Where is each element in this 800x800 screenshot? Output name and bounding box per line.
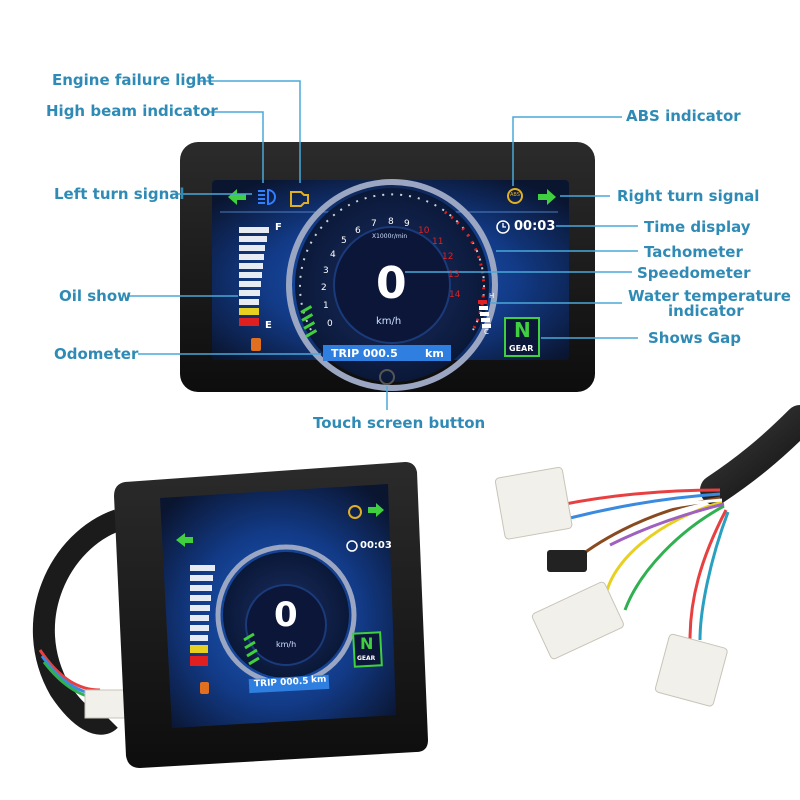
trip-readout: TRIP 000.5 xyxy=(331,347,398,360)
angled-time-readout: 00:03 xyxy=(360,540,392,551)
tach-tick: 5 xyxy=(341,236,347,246)
tach-tick: 11 xyxy=(432,237,444,247)
touch-screen-button-label: Touch screen button xyxy=(313,414,486,432)
temp-hot-label: H xyxy=(489,292,495,300)
water-temperature-label: Water temperature xyxy=(628,287,791,305)
callout-lines xyxy=(128,80,638,410)
angled-trip-unit: km xyxy=(310,674,327,686)
low-rpm-bars xyxy=(300,305,318,338)
left-turn-signal-label: Left turn signal xyxy=(54,185,185,203)
abs-text: ABS xyxy=(510,192,520,198)
wiring-harness xyxy=(494,405,800,707)
tach-tick: 1 xyxy=(323,301,329,311)
speed-readout: 0 xyxy=(376,258,407,309)
connector-side xyxy=(654,633,728,707)
fuel-pump-icon xyxy=(251,338,261,351)
gear-indicator: N xyxy=(514,318,531,342)
tach-tick: 4 xyxy=(330,250,336,260)
tach-tick: 2 xyxy=(321,283,327,293)
tach-tick: 7 xyxy=(371,219,377,229)
trip-bar xyxy=(323,345,451,361)
gear-label: GEAR xyxy=(509,344,534,353)
tach-tick: 13 xyxy=(448,270,460,280)
left-turn-arrow-icon xyxy=(228,189,246,205)
right-turn-signal-label: Right turn signal xyxy=(617,187,760,205)
engine-failure-light-label: Engine failure light xyxy=(52,71,215,89)
tach-tick: 14 xyxy=(449,290,461,300)
right-turn-arrow-icon xyxy=(538,189,556,205)
tach-tick: 10 xyxy=(418,226,430,236)
high-beam-icon xyxy=(258,188,276,206)
high-beam-indicator-label: High beam indicator xyxy=(46,102,218,120)
tach-tick: 0 xyxy=(327,319,333,329)
speedometer-label: Speedometer xyxy=(637,264,751,282)
oil-show-label: Oil show xyxy=(59,287,132,305)
fuel-empty-label: E xyxy=(265,320,272,331)
tach-tick: 6 xyxy=(355,226,361,236)
main-dashboard-unit xyxy=(180,142,595,392)
fuel-gauge xyxy=(239,227,269,351)
time-display-label: Time display xyxy=(644,218,751,236)
tach-tick: 9 xyxy=(404,219,410,229)
tach-tick: 12 xyxy=(442,252,454,262)
abs-indicator-label: ABS indicator xyxy=(626,107,741,125)
connector-medium xyxy=(531,581,624,660)
gear-box xyxy=(504,317,540,357)
engine-failure-icon xyxy=(290,191,309,207)
trip-unit: km xyxy=(425,347,444,360)
connector-large xyxy=(494,466,573,540)
abs-icon xyxy=(507,188,523,204)
clock-icon xyxy=(496,220,510,234)
tachometer-label: Tachometer xyxy=(644,243,743,261)
connector-small-black xyxy=(547,550,587,572)
tach-tick: 3 xyxy=(323,266,329,276)
angled-gear-label: GEAR xyxy=(357,655,376,662)
rpm-unit: X1000r/min xyxy=(372,233,408,240)
tachometer-dial xyxy=(286,179,498,391)
angled-gear-indicator: N xyxy=(360,634,374,653)
angled-dashboard-unit xyxy=(33,462,428,768)
angled-speed-readout: 0 xyxy=(274,595,298,635)
tach-tick: 8 xyxy=(388,217,394,227)
time-readout: 00:03 xyxy=(514,219,556,234)
temp-cold-label: C xyxy=(484,328,489,336)
fuel-full-label: F xyxy=(275,222,282,233)
touch-screen-button xyxy=(379,369,395,385)
speed-unit: km/h xyxy=(376,316,402,327)
water-temperature-label-2: indicator xyxy=(668,302,744,320)
water-temperature-gauge xyxy=(478,300,491,328)
odometer-label: Odometer xyxy=(54,345,139,363)
angled-speed-unit: km/h xyxy=(276,640,297,649)
shows-gap-label: Shows Gap xyxy=(648,329,741,347)
